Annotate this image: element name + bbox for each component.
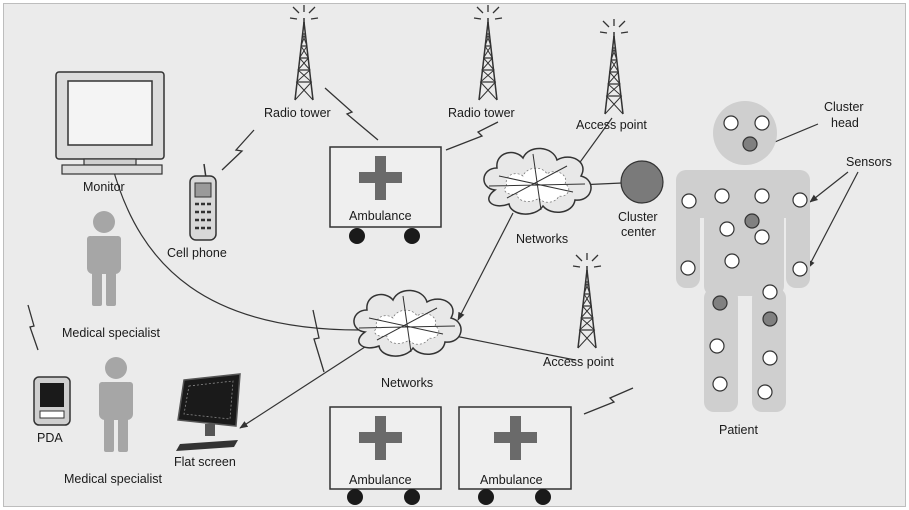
- sensor-dot-icon: [762, 284, 778, 300]
- networks-to-networks-link: [457, 212, 514, 321]
- cluster-center-label-2: center: [621, 225, 656, 239]
- sensor-dot-icon: [712, 376, 728, 392]
- sensor-dot-icon: [762, 311, 778, 327]
- ambulance-icon: [458, 406, 572, 505]
- lightning-bolt-icon: [324, 87, 379, 141]
- ambulance-label-bottom-right: Ambulance: [480, 473, 543, 487]
- access-point-label-top: Access point: [576, 118, 647, 132]
- cluster-center-icon: [620, 160, 664, 204]
- ambulance-label-top: Ambulance: [349, 209, 412, 223]
- sensor-dot-icon: [724, 253, 740, 269]
- networks-label-bottom: Networks: [381, 376, 433, 390]
- sensor-dot-icon: [754, 115, 770, 131]
- sensor-dot-icon: [762, 350, 778, 366]
- networks-to-monitor-link: [110, 164, 361, 331]
- sensors-pointer-2: [807, 171, 859, 269]
- flat-screen-label: Flat screen: [174, 455, 236, 469]
- access-point-icon: [572, 252, 602, 349]
- sensor-dot-icon: [723, 115, 739, 131]
- flat-screen-icon: [176, 373, 241, 451]
- monitor-icon: [55, 71, 165, 175]
- person-icon: [99, 357, 133, 452]
- cluster-head-pointer: [769, 123, 819, 145]
- sensor-dot-icon: [792, 261, 808, 277]
- lightning-bolt-icon: [312, 309, 325, 373]
- cluster-head-label-2: head: [831, 116, 859, 130]
- sensor-dot-icon: [709, 338, 725, 354]
- cluster-head-label-1: Cluster: [824, 100, 864, 114]
- cell-phone-icon: [189, 163, 217, 241]
- networks-to-flat-screen-link: [239, 344, 369, 429]
- lightning-bolt-icon: [27, 304, 39, 351]
- sensors-group: [680, 115, 808, 400]
- sensors-pointer-1: [809, 171, 849, 203]
- cloud-network-icon: [353, 289, 462, 357]
- sensor-dot-icon: [757, 384, 773, 400]
- sensor-dot-icon: [744, 213, 760, 229]
- radio-tower-label-1: Radio tower: [264, 106, 331, 120]
- patient-label: Patient: [719, 423, 758, 437]
- ambulance-icon: [329, 146, 442, 244]
- cluster-center-label-1: Cluster: [618, 210, 658, 224]
- monitor-label: Monitor: [83, 180, 125, 194]
- lightning-bolt-icon: [445, 121, 499, 151]
- access-point-label-bottom: Access point: [543, 355, 614, 369]
- access-point-top-link: [577, 117, 613, 166]
- medical-specialist-label-top: Medical specialist: [62, 326, 160, 340]
- radio-tower-icon: [473, 4, 503, 101]
- cloud-network-icon: [483, 147, 592, 215]
- lightning-bolt-icon: [221, 129, 255, 171]
- cell-phone-label: Cell phone: [167, 246, 227, 260]
- sensor-dot-icon: [754, 229, 770, 245]
- lightning-bolt-icon: [583, 387, 634, 415]
- sensor-dot-icon: [714, 188, 730, 204]
- person-icon: [87, 211, 121, 306]
- ambulance-icon: [329, 406, 442, 505]
- sensor-dot-icon: [742, 136, 758, 152]
- radio-tower-icon: [289, 4, 319, 101]
- radio-tower-label-2: Radio tower: [448, 106, 515, 120]
- pda-label: PDA: [37, 431, 63, 445]
- networks-label-top: Networks: [516, 232, 568, 246]
- access-point-icon: [599, 18, 629, 115]
- sensor-dot-icon: [719, 221, 735, 237]
- medical-specialist-label-bottom: Medical specialist: [64, 472, 162, 486]
- ambulance-label-bottom-left: Ambulance: [349, 473, 412, 487]
- networks-to-access-point-link: [449, 334, 576, 361]
- pda-icon: [33, 376, 71, 426]
- sensor-dot-icon: [681, 193, 697, 209]
- sensor-dot-icon: [680, 260, 696, 276]
- sensor-dot-icon: [754, 188, 770, 204]
- patient-icon: [676, 101, 810, 412]
- sensor-dot-icon: [792, 192, 808, 208]
- sensors-label: Sensors: [846, 155, 892, 169]
- connection-lines: [110, 117, 859, 429]
- sensor-dot-icon: [712, 295, 728, 311]
- lightning-bolts: [27, 87, 634, 415]
